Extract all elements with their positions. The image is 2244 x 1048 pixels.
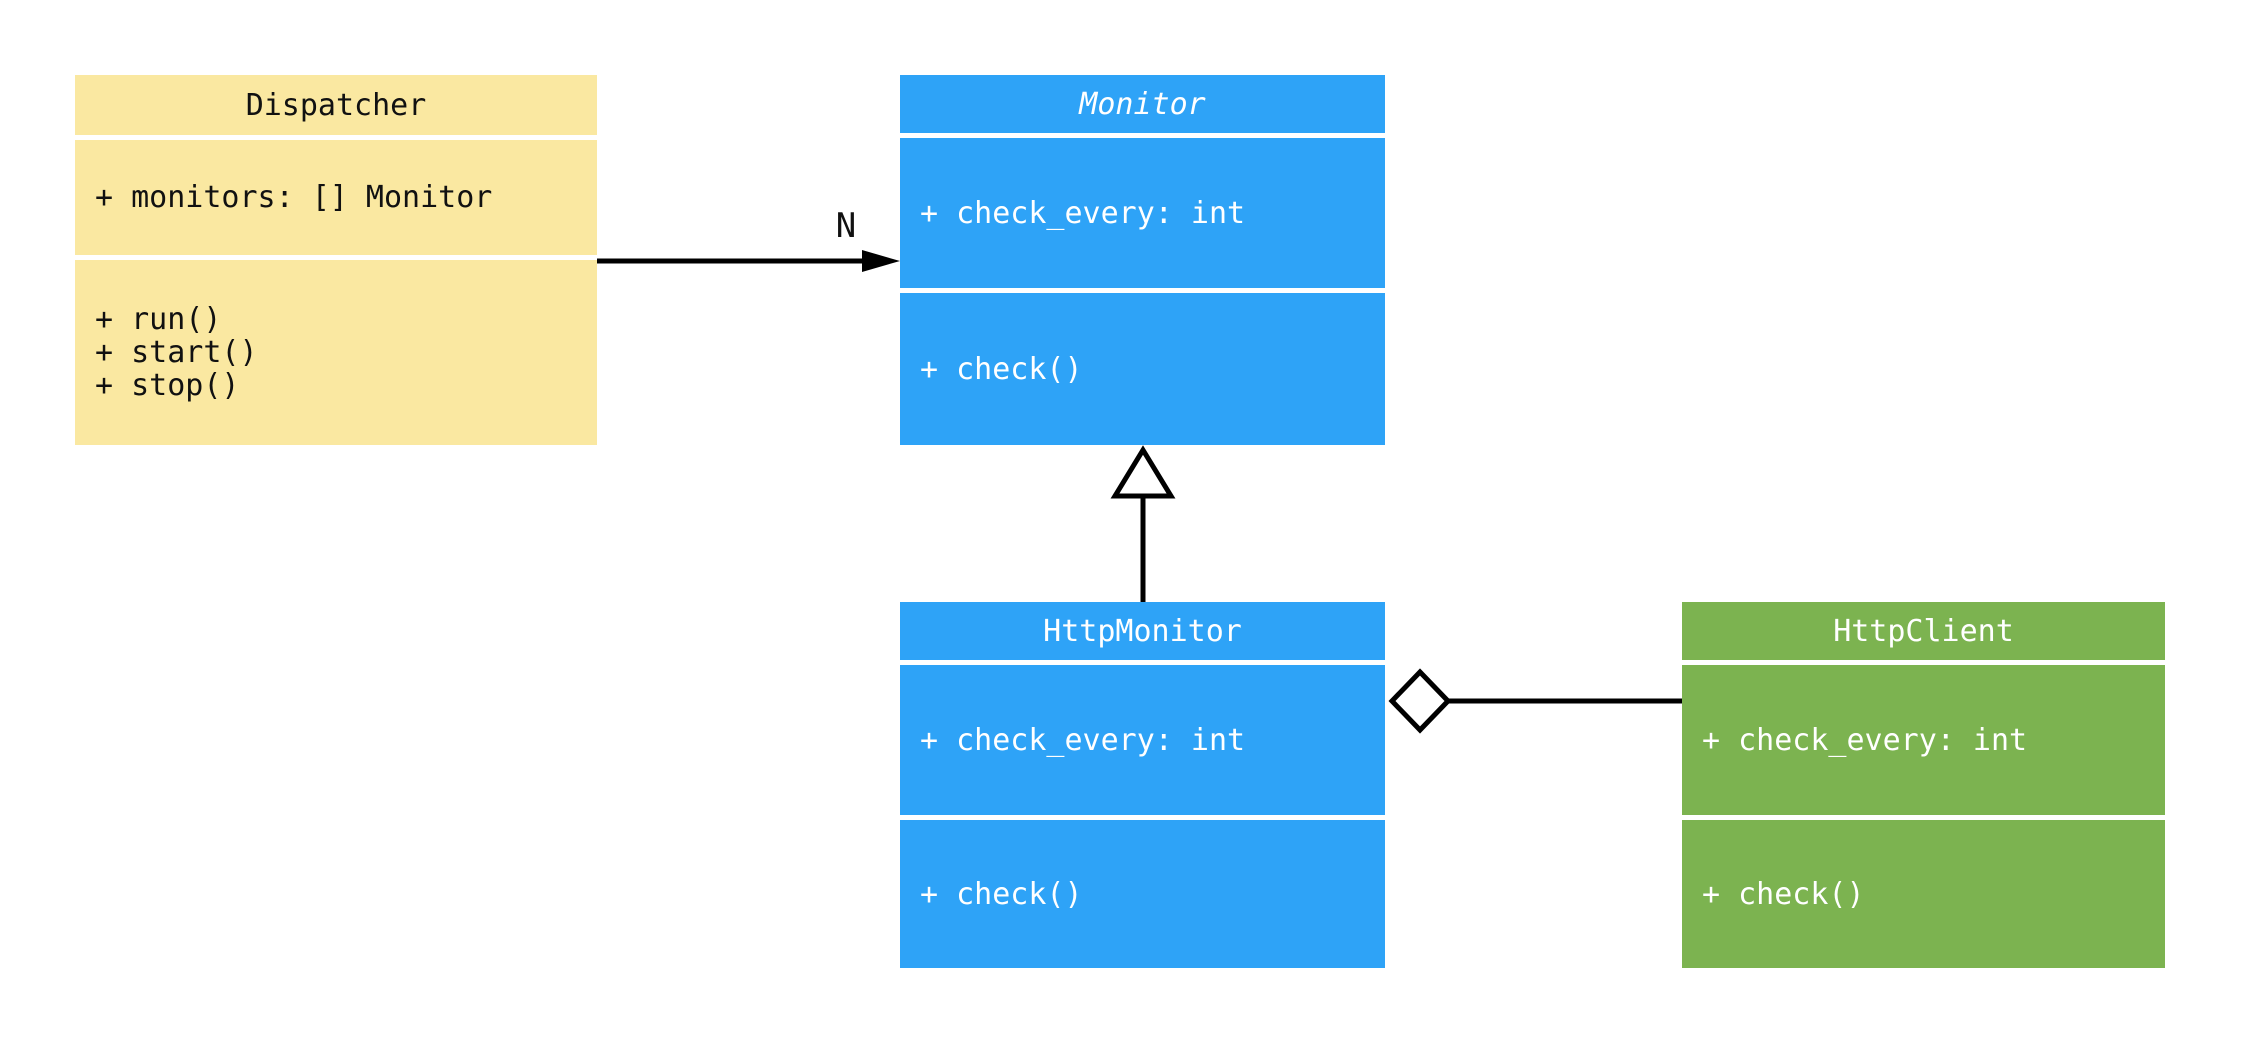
class-attributes-httpclient: + check_every: int	[1682, 665, 2165, 815]
class-title-httpmonitor: HttpMonitor	[900, 602, 1385, 660]
class-attributes-httpmonitor: + check_every: int	[900, 665, 1385, 815]
class-methods-monitor: + check()	[900, 293, 1385, 445]
association-multiplicity-label: N	[835, 206, 857, 246]
class-box-dispatcher: Dispatcher + monitors: [] Monitor + run(…	[75, 75, 597, 445]
method-line: + stop()	[95, 368, 240, 403]
class-box-httpmonitor: HttpMonitor + check_every: int + check()	[900, 602, 1385, 968]
class-attributes-dispatcher: + monitors: [] Monitor	[75, 140, 597, 255]
method-line: + check()	[1702, 876, 1865, 912]
class-title-httpclient: HttpClient	[1682, 602, 2165, 660]
method-line: + run()	[95, 302, 222, 337]
method-line: + check()	[920, 351, 1083, 387]
attribute-line: + check_every: int	[920, 722, 1246, 758]
class-methods-httpmonitor: + check()	[900, 820, 1385, 968]
class-title-dispatcher: Dispatcher	[75, 75, 597, 135]
class-box-httpclient: HttpClient + check_every: int + check()	[1682, 602, 2165, 968]
attribute-line: + check_every: int	[920, 195, 1246, 231]
class-title-monitor: Monitor	[900, 75, 1385, 133]
attribute-line: + monitors: [] Monitor	[95, 180, 493, 215]
class-box-monitor: Monitor + check_every: int + check()	[900, 75, 1385, 445]
class-methods-httpclient: + check()	[1682, 820, 2165, 968]
class-attributes-monitor: + check_every: int	[900, 138, 1385, 288]
class-methods-dispatcher: + run() + start() + stop()	[75, 260, 597, 445]
attribute-line: + check_every: int	[1702, 722, 2028, 758]
association-arrowhead-icon	[862, 250, 900, 272]
inheritance-triangle-icon	[1110, 445, 1176, 499]
method-line: + check()	[920, 876, 1083, 912]
method-line: + start()	[95, 335, 258, 370]
aggregation-diamond-icon	[1388, 668, 1452, 734]
